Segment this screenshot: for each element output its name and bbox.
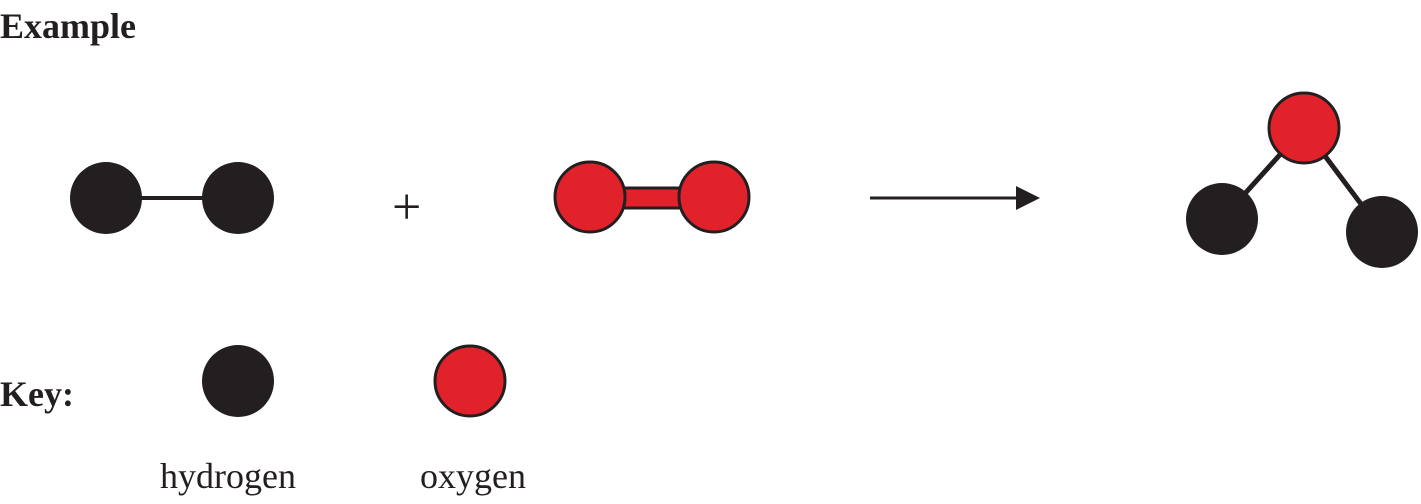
key-oxygen-swatch — [433, 344, 507, 418]
key-label: Key: — [0, 374, 74, 414]
oxygen-molecule — [553, 160, 751, 234]
hydrogen-atom — [70, 162, 142, 234]
oxygen-atom — [677, 160, 751, 234]
diagram-title: Example — [0, 6, 137, 46]
hydrogen-atom — [1346, 196, 1418, 268]
oxygen-atom — [553, 160, 627, 234]
o2-bond — [618, 186, 686, 210]
key-oxygen-label: oxygen — [420, 456, 526, 496]
key-hydrogen-label: hydrogen — [160, 456, 296, 496]
hydrogen-molecule — [70, 162, 274, 234]
water-molecule — [1186, 91, 1418, 268]
key-hydrogen-swatch — [202, 345, 274, 417]
plus-sign: + — [392, 179, 422, 236]
hydrogen-atom — [202, 162, 274, 234]
oxygen-atom — [1267, 91, 1341, 165]
hydrogen-atom — [1186, 183, 1258, 255]
reaction-arrow — [870, 186, 1040, 210]
